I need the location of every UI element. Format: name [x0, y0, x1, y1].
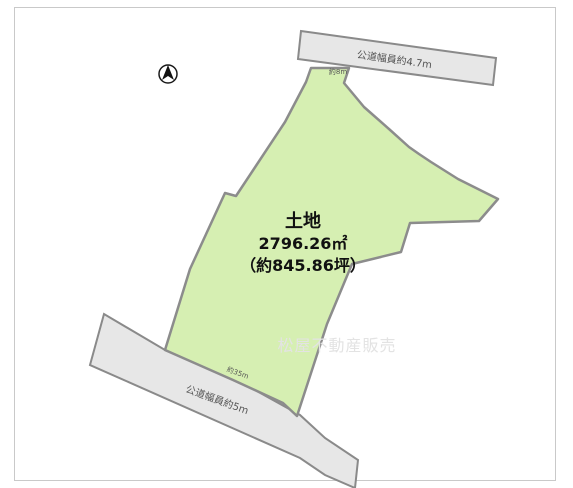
- lot-title: 土地: [285, 210, 321, 232]
- land-lot: [163, 66, 500, 418]
- lot-area-tsubo: （約845.86坪）: [240, 256, 366, 275]
- bottom-road: [88, 312, 360, 488]
- lot-area-sqm: 2796.26㎡: [259, 234, 348, 253]
- watermark-text: 松屋不動産販売: [277, 336, 396, 355]
- top-road: [296, 29, 498, 87]
- north-arrow-icon: [158, 64, 178, 84]
- top-frontage-label: 約8m: [329, 67, 347, 76]
